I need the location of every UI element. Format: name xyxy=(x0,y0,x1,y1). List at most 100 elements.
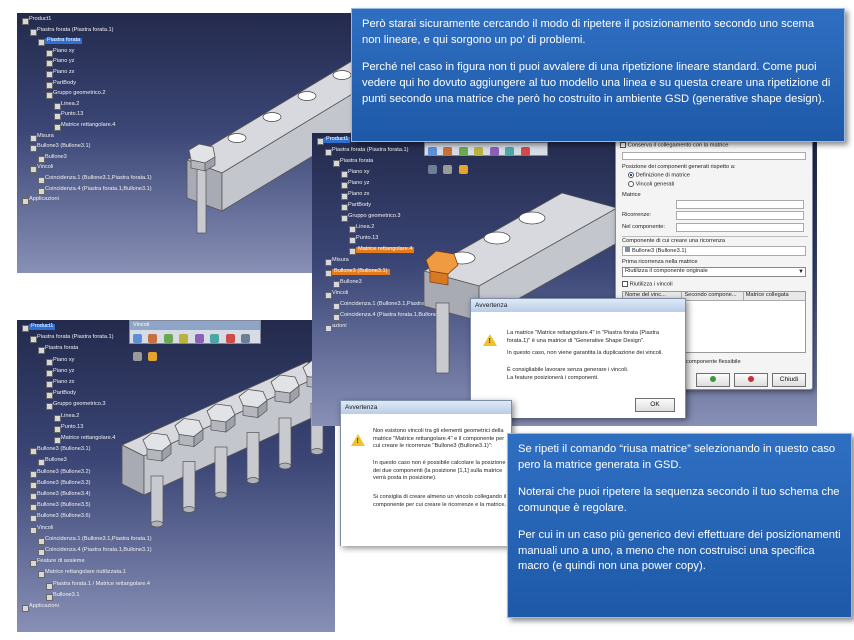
angle-icon[interactable] xyxy=(474,147,484,156)
tree-node[interactable]: PartBody xyxy=(45,79,77,89)
fix-icon[interactable] xyxy=(194,334,204,343)
tree-node[interactable]: azioni xyxy=(325,323,347,332)
column-header[interactable]: Matrice collegata xyxy=(745,292,789,298)
flex-checkbox-row[interactable]: in un componente flessibile xyxy=(672,359,741,365)
tree-node[interactable]: Coincidenza.1 (Bullone3.1,Piastra forata… xyxy=(333,301,447,310)
first-occurrence-select[interactable]: Riutilizza il componente originale ▼ xyxy=(622,267,806,277)
tree-node[interactable]: Linea.2 xyxy=(53,412,80,422)
tree-node[interactable]: Product1 xyxy=(316,136,351,145)
vincoli-toolbar[interactable]: Vincoli xyxy=(129,320,261,361)
tree-node[interactable]: Piastra forata (Piastra forata.1) xyxy=(29,26,114,36)
reuse-constraints-row[interactable]: Riutilizza i vincoli xyxy=(622,281,673,289)
tree-node[interactable]: Product1 xyxy=(21,16,52,25)
tree-node[interactable]: Applicazioni xyxy=(22,196,59,205)
constraints-radio-row[interactable]: Vincoli generati xyxy=(628,181,674,189)
tree-node[interactable]: PartBody xyxy=(340,202,372,211)
constraints-radio[interactable] xyxy=(628,181,634,187)
tree-node[interactable]: Piano yz xyxy=(45,367,75,377)
column-header[interactable]: Secondo compone... xyxy=(682,292,744,300)
update-icon[interactable] xyxy=(458,165,468,174)
offset-icon[interactable] xyxy=(458,147,468,156)
tree-node[interactable]: Piano zx xyxy=(340,191,370,200)
fix-icon[interactable] xyxy=(489,147,499,156)
tree-node[interactable]: Bullone3 (Bullone3.3) xyxy=(30,479,91,489)
tree-node[interactable]: Punto.13 xyxy=(53,423,84,433)
tree-node[interactable]: Gruppo geometrico.2 xyxy=(46,90,106,99)
tree-node[interactable]: Linea.2 xyxy=(53,100,80,110)
keep-link-checkbox[interactable] xyxy=(620,142,626,148)
tree-node[interactable]: Gruppo geometrico.3 xyxy=(341,213,401,222)
tree-node[interactable]: Matrice rettangolare.4 xyxy=(348,246,415,255)
tree-node[interactable]: Vincoli xyxy=(324,290,349,299)
quick-constraint-icon[interactable] xyxy=(520,147,530,156)
tree-node[interactable]: Piano xy xyxy=(45,47,75,57)
tree-node[interactable]: Bullone3.1 xyxy=(45,591,80,601)
tree-node[interactable]: PartBody xyxy=(45,390,77,399)
tree-node[interactable]: Piastra forata xyxy=(332,158,374,167)
tree-node[interactable]: Vincoli xyxy=(29,164,54,173)
tree-node[interactable]: Piastra forata.1 / Matrice rettangolare.… xyxy=(45,580,151,590)
tree-node[interactable]: Misura xyxy=(325,257,349,266)
tree-node[interactable]: Vincoli xyxy=(29,524,54,534)
change-constraint-icon[interactable] xyxy=(133,352,142,361)
tree-node[interactable]: Bullone3 xyxy=(38,457,67,466)
coincidence-icon[interactable] xyxy=(428,147,437,156)
tree-node[interactable]: Piano zx xyxy=(45,379,75,388)
tree-node[interactable]: Bullone3 (Bullone3.5) xyxy=(30,502,91,511)
column-header[interactable]: Nome del vinc... xyxy=(623,292,683,300)
ricorrenze-field[interactable] xyxy=(676,211,804,220)
tree-node[interactable]: Punto.13 xyxy=(53,111,84,120)
definition-radio-row[interactable]: Definizione di matrice xyxy=(628,172,690,180)
tree-node[interactable]: Piastra forata xyxy=(37,37,83,46)
tree-node[interactable]: Matrice rettangolare.4 xyxy=(53,122,116,131)
quick-constraint-icon[interactable] xyxy=(225,334,235,343)
change-constraint-icon[interactable] xyxy=(443,165,453,174)
tree-node[interactable]: Piano yz xyxy=(45,58,75,67)
tree-node[interactable]: Applicazioni xyxy=(22,603,59,612)
contact-icon[interactable] xyxy=(443,147,453,156)
reuse-pattern-icon[interactable] xyxy=(241,334,251,343)
tree-node[interactable]: Bullone3 (Bullone3.1) xyxy=(30,143,91,152)
tree-node[interactable]: Punto.13 xyxy=(348,235,379,244)
assembly-toolbar[interactable] xyxy=(424,142,548,174)
chiudi-button[interactable]: Chiudi xyxy=(772,373,806,387)
tree-node[interactable]: Bullone3 xyxy=(38,153,67,163)
tree-node[interactable]: Bullone3 xyxy=(333,279,362,288)
angle-icon[interactable] xyxy=(179,334,189,343)
ok-button[interactable]: OK xyxy=(635,398,675,412)
fix-together-icon[interactable] xyxy=(210,334,220,343)
update-icon[interactable] xyxy=(148,352,158,361)
component-value-field[interactable]: Bullone3 (Bullone3.1) xyxy=(622,246,806,256)
cancel-button-red[interactable] xyxy=(734,373,768,387)
tree-node[interactable]: Coincidenza.1 (Bullone3.1,Piastra forata… xyxy=(38,175,152,184)
component-field[interactable] xyxy=(676,223,804,232)
tree-node[interactable]: Coincidenza.4 (Piastra forata.1,Bullone3… xyxy=(333,312,447,321)
tree-node[interactable]: Piastra forata (Piastra forata.1) xyxy=(324,147,409,156)
reuse-constraints-checkbox[interactable] xyxy=(622,281,628,287)
coincidence-icon[interactable] xyxy=(133,334,142,343)
tree-node[interactable]: Feature di assieme xyxy=(30,558,85,567)
tree-node[interactable]: Matrice rettangolare riutilizzata.1 xyxy=(38,569,126,578)
tree-node[interactable]: Coincidenza.4 (Piastra forata.1,Bullone3… xyxy=(38,185,152,195)
fix-together-icon[interactable] xyxy=(505,147,515,156)
tree-node[interactable]: Piastra forata xyxy=(37,345,79,354)
matrice-field[interactable] xyxy=(676,200,804,209)
reuse-pattern-icon[interactable] xyxy=(428,165,437,174)
tree-node[interactable]: Gruppo geometrico.3 xyxy=(46,401,106,410)
tree-node[interactable]: Misura xyxy=(30,132,54,142)
tree-node[interactable]: Bullone3 (Bullone3.2) xyxy=(30,468,91,478)
tree-node[interactable]: Piano xy xyxy=(340,169,370,178)
name-field[interactable] xyxy=(622,152,806,160)
tree-node[interactable]: Bullone3 (Bullone3.6) xyxy=(30,513,91,522)
ok-button-green[interactable] xyxy=(696,373,730,387)
tree-node[interactable]: Bullone3 (Bullone3.4) xyxy=(30,491,91,500)
tree-node[interactable]: Piastra forata (Piastra forata.1) xyxy=(29,334,114,343)
tree-node[interactable]: Bullone3 (Bullone3.1) xyxy=(325,268,390,277)
tree-node[interactable]: Piano yz xyxy=(340,180,370,189)
definition-radio[interactable] xyxy=(628,172,634,178)
offset-icon[interactable] xyxy=(163,334,173,343)
tree-node[interactable]: Piano xy xyxy=(45,356,75,366)
chevron-down-icon[interactable]: ▼ xyxy=(798,269,804,275)
tree-node[interactable]: Product1 xyxy=(21,323,56,332)
tree-node[interactable]: Coincidenza.1 (Bullone3.1,Piastra forata… xyxy=(38,535,152,545)
